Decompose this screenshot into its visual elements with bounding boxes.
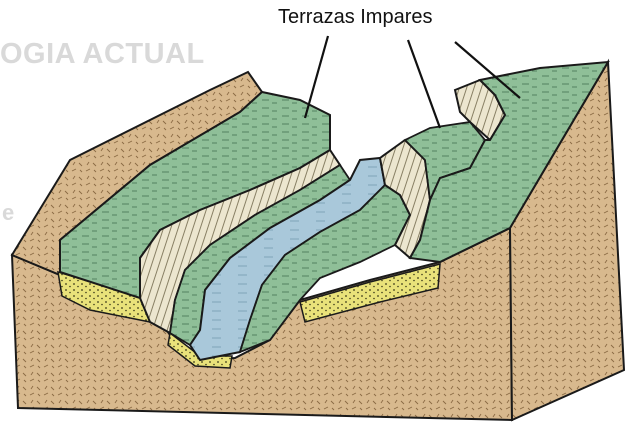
leader-line-middle (408, 40, 440, 128)
terraces-label: Terrazas Impares (278, 6, 433, 29)
leader-line-left (305, 36, 328, 118)
